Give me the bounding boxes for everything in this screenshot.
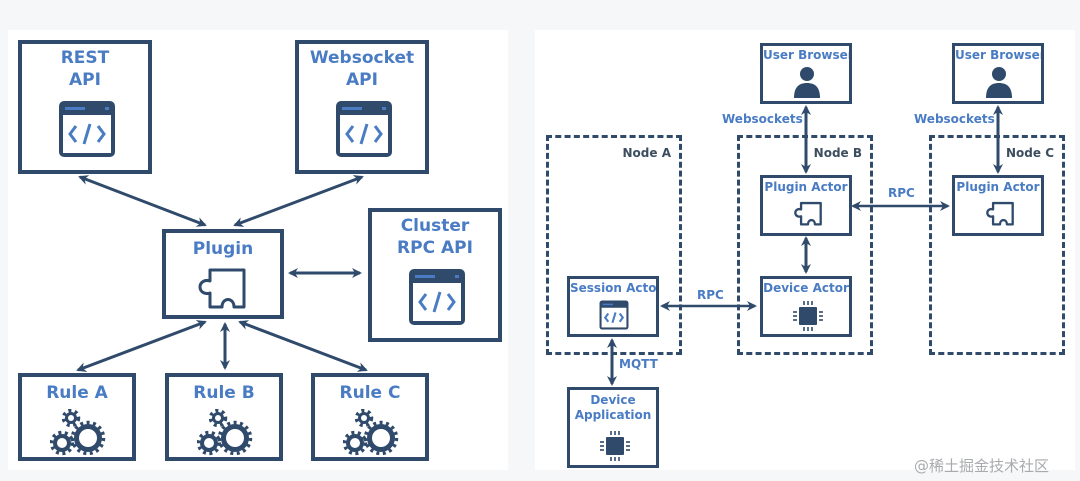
arrow-plugin-rule-c <box>238 320 368 372</box>
watermark: @稀土掘金技术社区 <box>914 457 1050 475</box>
user-browser-b-label: User Browser <box>763 48 849 62</box>
device-actor-box[interactable]: Device Actor <box>760 276 852 337</box>
rule-c-box[interactable]: Rule C <box>311 373 429 461</box>
node-b-container[interactable]: Node B <box>737 135 873 355</box>
session-actor-label: Session Actor <box>570 281 656 295</box>
cluster-rpc-api-label-1: Cluster <box>400 216 470 236</box>
rule-b-box[interactable]: Rule B <box>165 373 283 461</box>
rule-b-label: Rule B <box>193 383 255 403</box>
rule-c-label: Rule C <box>339 383 401 403</box>
node-c-label: Node C <box>1006 146 1054 160</box>
rest-api-box[interactable]: REST API <box>18 40 152 174</box>
cluster-rpc-api-label-2: RPC API <box>397 238 473 258</box>
node-b-label: Node B <box>813 146 862 160</box>
plugin-label: Plugin <box>192 239 254 259</box>
websockets-b-label: Websockets <box>722 112 803 126</box>
rule-a-label: Rule A <box>46 383 108 403</box>
mqtt-label: MQTT <box>619 357 658 371</box>
device-actor-label: Device Actor <box>763 281 849 295</box>
rule-a-box[interactable]: Rule A <box>18 373 136 461</box>
device-application-label-1: Device <box>590 393 636 407</box>
node-a-label: Node A <box>622 146 671 160</box>
code-window-icon <box>59 101 115 157</box>
node-c-container[interactable]: Node C <box>929 135 1065 355</box>
plugin-actor-b-box[interactable]: Plugin Actor <box>760 175 852 236</box>
code-window-icon <box>409 269 465 325</box>
rpc-session-label: RPC <box>697 288 724 302</box>
user-icon <box>794 67 820 98</box>
cluster-rpc-api-box[interactable]: Cluster RPC API <box>368 208 502 342</box>
user-browser-b-box[interactable]: User Browser <box>760 43 852 104</box>
plugin-actor-c-box[interactable]: Plugin Actor <box>952 175 1044 236</box>
websocket-api-label-1: Websocket <box>309 48 415 68</box>
session-actor-box[interactable]: Session Actor <box>567 276 659 337</box>
puzzle-piece-icon <box>198 268 246 309</box>
rpc-plugin-label: RPC <box>888 186 915 200</box>
gears-icon <box>50 409 106 456</box>
device-application-label-2: Application <box>574 408 652 422</box>
code-window-icon <box>336 101 392 157</box>
rest-api-label-2: API <box>69 70 101 90</box>
gears-icon <box>343 409 399 456</box>
arrow-websocket-plugin <box>233 175 364 227</box>
plugin-box[interactable]: Plugin <box>162 229 284 319</box>
websockets-c-label: Websockets <box>914 112 995 126</box>
gears-icon <box>197 409 253 456</box>
code-window-icon <box>599 300 629 330</box>
websocket-api-box[interactable]: Websocket API <box>295 40 429 174</box>
node-a-container[interactable]: Node A <box>546 135 682 355</box>
websocket-api-label-2: API <box>346 70 378 90</box>
rest-api-label-1: REST <box>60 48 110 68</box>
chip-icon <box>793 301 823 331</box>
puzzle-piece-icon <box>794 201 822 226</box>
device-application-box[interactable]: Device Application <box>567 387 659 468</box>
plugin-actor-b-label: Plugin Actor <box>764 180 848 194</box>
arrow-plugin-rule-a <box>76 320 207 372</box>
puzzle-piece-icon <box>986 201 1014 226</box>
arrow-rest-plugin <box>78 175 207 227</box>
user-icon <box>986 67 1012 98</box>
chip-icon <box>600 431 630 461</box>
plugin-actor-c-label: Plugin Actor <box>956 180 1040 194</box>
user-browser-c-label: User Browser <box>955 48 1041 62</box>
user-browser-c-box[interactable]: User Browser <box>952 43 1044 104</box>
